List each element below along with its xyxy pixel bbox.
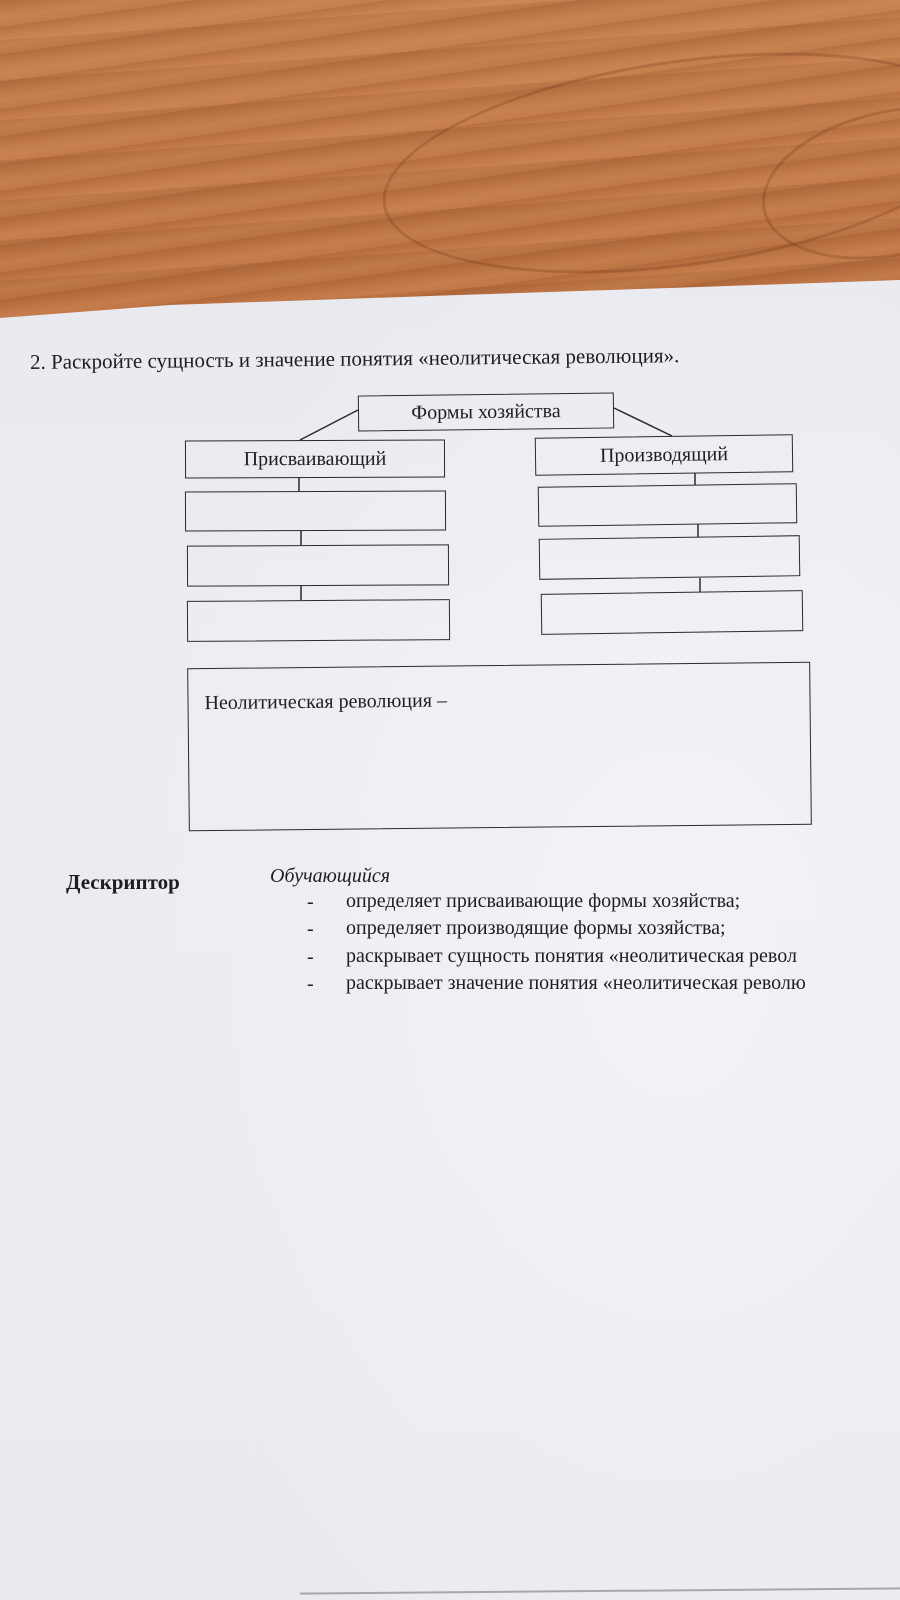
descriptor-item-text: определяет производящие формы хозяйства; bbox=[346, 917, 726, 939]
list-bullet: - bbox=[307, 918, 314, 940]
descriptor-item-text: определяет присваивающие формы хозяйства… bbox=[346, 890, 741, 912]
root-box-forms-of-economy: Формы хозяйства bbox=[357, 392, 615, 432]
left-branch-box: Присваивающий bbox=[184, 439, 446, 479]
descriptor-item-text: раскрывает сущность понятия «неолитическ… bbox=[346, 945, 797, 967]
right-blank-box-2[interactable] bbox=[538, 535, 801, 580]
definition-answer-box[interactable]: Неолитическая революция – bbox=[187, 661, 812, 832]
list-bullet: - bbox=[307, 946, 314, 968]
descriptor-title: Дескриптор bbox=[66, 870, 180, 894]
left-branch-label: Присваивающий bbox=[243, 447, 387, 470]
list-bullet: - bbox=[307, 973, 314, 995]
right-blank-box-3[interactable] bbox=[540, 590, 804, 635]
left-blank-box-3[interactable] bbox=[186, 599, 451, 642]
right-branch-label: Производящий bbox=[599, 442, 729, 467]
right-branch-box: Производящий bbox=[534, 434, 794, 476]
root-box-label: Формы хозяйства bbox=[411, 399, 561, 424]
definition-label: Неолитическая революция – bbox=[204, 689, 448, 715]
list-bullet: - bbox=[307, 891, 314, 913]
descriptor-item-text: раскрывает значение понятия «неолитическ… bbox=[346, 972, 806, 994]
left-blank-box-1[interactable] bbox=[184, 490, 447, 532]
descriptor-subject: Обучающийся bbox=[270, 865, 391, 887]
left-blank-box-2[interactable] bbox=[186, 544, 450, 587]
right-blank-box-1[interactable] bbox=[537, 483, 798, 527]
